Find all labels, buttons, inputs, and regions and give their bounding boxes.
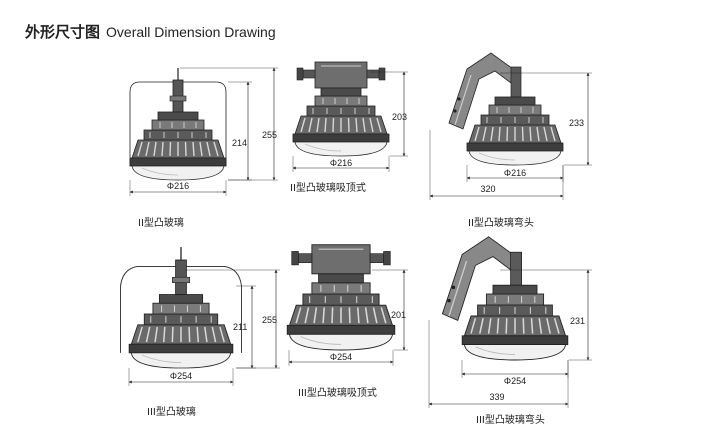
height-label: 231	[570, 316, 585, 326]
drawing-type2-pendant: Φ216 214 255 II型凸玻璃	[129, 67, 278, 229]
height-label: 233	[569, 118, 584, 128]
drawing-type2-ceiling: Φ216 203 II型凸玻璃吸顶式	[290, 61, 408, 194]
diameter-label: Φ254	[170, 371, 192, 381]
diameter-label: Φ216	[167, 181, 189, 191]
diameter-label: Φ216	[330, 158, 352, 168]
drawing-caption: II型凸玻璃吸顶式	[290, 181, 366, 194]
drawing-caption: III型凸玻璃吸顶式	[298, 386, 377, 399]
drawing-caption: II型凸玻璃弯头	[468, 216, 534, 229]
width-label: 320	[480, 184, 495, 194]
diameter-label: Φ254	[504, 376, 526, 386]
drawing-caption: III型凸玻璃	[147, 405, 196, 418]
diameter-label: Φ254	[330, 352, 352, 362]
height-inner-label: 214	[232, 138, 247, 148]
page-title-cn: 外形尺寸图	[25, 24, 101, 41]
page-title-en: Overall Dimension Drawing	[106, 24, 276, 40]
drawing-caption: III型凸玻璃弯头	[476, 413, 545, 426]
page-title: 外形尺寸图 Overall Dimension Drawing	[25, 21, 276, 42]
drawing-type3-elbow: Φ254 339 231 III型凸玻璃弯头	[428, 236, 592, 426]
height-label: 201	[391, 310, 406, 320]
drawing-type3-pendant: Φ254 211 255 III型凸玻璃	[120, 246, 280, 418]
drawing-type3-ceiling: Φ254 201 III型凸玻璃吸顶式	[286, 244, 408, 399]
drawing-type2-elbow: Φ216 320 233 II型凸玻璃弯头	[429, 52, 592, 229]
drawing-caption: II型凸玻璃	[138, 216, 184, 229]
height-outer-label: 255	[262, 130, 277, 140]
height-inner-label: 211	[233, 322, 247, 332]
height-outer-label: 255	[262, 315, 277, 325]
diameter-label: Φ216	[504, 168, 526, 178]
height-label: 203	[392, 112, 407, 122]
width-label: 339	[489, 392, 504, 402]
